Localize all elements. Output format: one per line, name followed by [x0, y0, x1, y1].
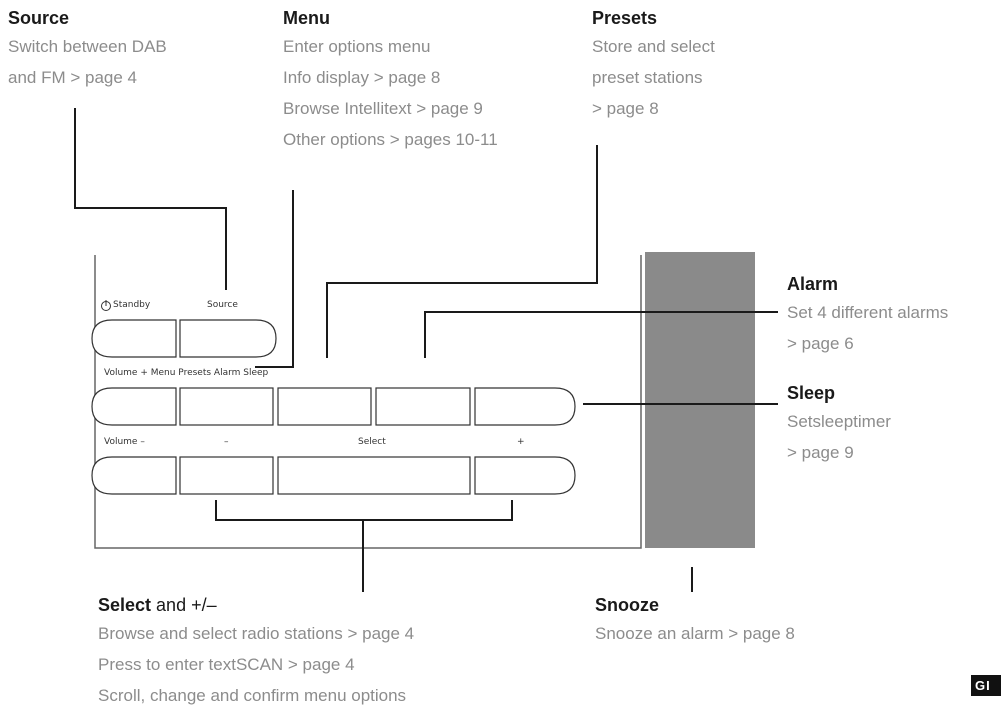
select-button[interactable] [277, 456, 471, 495]
presets-annotation: Presets Store and select preset stations… [592, 5, 715, 124]
snooze-title: Snooze [595, 595, 660, 615]
minus-button[interactable] [179, 456, 274, 495]
presets-leader [326, 145, 598, 358]
alarm-annotation: Alarm Set 4 different alarms > page 6 [787, 271, 948, 359]
select-title-suffix: and +/– [151, 595, 217, 615]
presets-title: Presets [592, 8, 658, 28]
standby-button[interactable] [91, 319, 177, 358]
snooze-line-1: Snooze an alarm > page 8 [595, 624, 795, 643]
plus-button[interactable] [474, 456, 576, 495]
menu-button[interactable] [179, 387, 274, 426]
snooze-bar [645, 252, 755, 548]
select-title: Select [98, 595, 152, 615]
source-leader [74, 108, 227, 290]
volume-plus-button[interactable] [91, 387, 177, 426]
source-annotation: Source Switch between DAB and FM > page … [8, 5, 167, 93]
menu-line-1: Enter options menu [283, 37, 431, 56]
volume-minus-button[interactable] [91, 456, 177, 495]
alarm-leader [424, 311, 778, 358]
source-line-1: Switch between DAB [8, 37, 167, 56]
select-heading: Select and +/– [98, 592, 414, 618]
alarm-title: Alarm [787, 274, 839, 294]
sleep-line-1: Setsleeptimer [787, 412, 891, 431]
select-line-3: Scroll, change and confirm menu options [98, 686, 407, 705]
row2-labels: Volume + Menu Presets Alarm Sleep [104, 368, 269, 378]
sleep-line-2: > page 9 [787, 443, 854, 462]
snooze-annotation: Snooze Snooze an alarm > page 8 [595, 592, 795, 649]
menu-line-2: Info display > page 8 [283, 68, 441, 87]
presets-line-3: > page 8 [592, 99, 659, 118]
source-button[interactable] [179, 319, 277, 358]
source-label: Source [207, 300, 238, 310]
menu-line-4: Other options > pages 10-11 [283, 130, 498, 149]
select-label: Select [358, 437, 386, 447]
brand-logo: GI [971, 675, 1001, 696]
select-line-2: Press to enter textSCAN > page 4 [98, 655, 355, 674]
sleep-button[interactable] [474, 387, 576, 426]
source-line-2: and FM > page 4 [8, 68, 138, 87]
power-icon [101, 300, 111, 311]
standby-label: Standby [113, 300, 151, 310]
alarm-button[interactable] [375, 387, 471, 426]
source-title: Source [8, 8, 70, 28]
alarm-line-2: > page 6 [787, 334, 854, 353]
menu-title: Menu [283, 8, 330, 28]
plus-label: + [517, 437, 525, 447]
menu-annotation: Menu Enter options menu Info display > p… [283, 5, 498, 155]
alarm-line-1: Set 4 different alarms [787, 303, 949, 322]
volume-minus-label: Volume – [104, 437, 145, 447]
select-annotation: Select and +/– Browse and select radio s… [98, 592, 414, 711]
presets-button[interactable] [277, 387, 372, 426]
presets-line-1: Store and select [592, 37, 715, 56]
presets-line-2: preset stations [592, 68, 703, 87]
menu-line-3: Browse Intellitext > page 9 [283, 99, 483, 118]
minus-label: – [224, 437, 229, 447]
select-line-1: Browse and select radio stations > page … [98, 624, 415, 643]
menu-leader [255, 190, 294, 368]
sleep-annotation: Sleep Setsleeptimer > page 9 [787, 380, 891, 468]
select-leader [215, 500, 513, 592]
sleep-title: Sleep [787, 383, 836, 403]
